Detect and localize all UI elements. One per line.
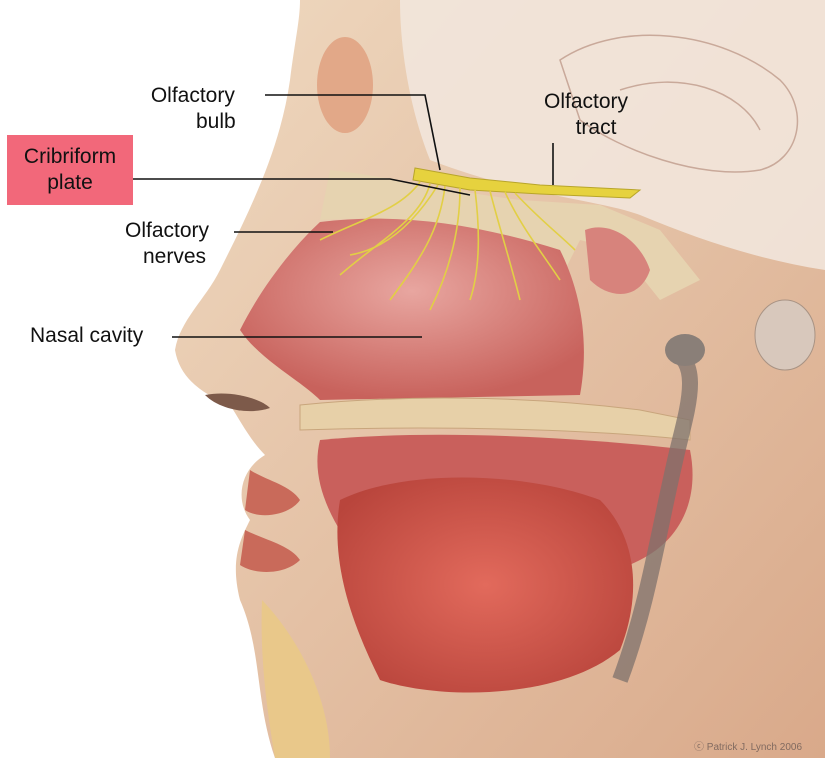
olfactory-nerves (319, 181, 576, 311)
olfactory-bulb (412, 167, 642, 199)
label-line: Olfactory (125, 219, 210, 242)
label-line: Cribriform (23, 145, 117, 168)
tongue (337, 477, 634, 693)
label-olfactory-bulb: Olfactory bulb (150, 83, 236, 135)
label-line: Olfactory (150, 84, 235, 107)
label-line: bulb (196, 110, 236, 133)
label-olfactory-tract: Olfactory tract (544, 89, 628, 141)
leader-cribriform-plate (133, 178, 471, 196)
nasal-cavity (240, 218, 584, 400)
label-olfactory-nerves: Olfactory nerves (125, 218, 209, 270)
brain (400, 0, 825, 270)
label-line: plate (47, 171, 93, 194)
credit-text: Patrick J. Lynch 2006 (706, 742, 803, 753)
label-line: Olfactory (544, 90, 629, 113)
label-nasal-cavity: Nasal cavity (30, 324, 144, 347)
leader-olfactory-bulb (265, 94, 441, 171)
frontal-sinus (317, 37, 373, 133)
label-line: nerves (143, 245, 207, 268)
hard-palate (299, 397, 691, 441)
leader-lines (133, 94, 554, 338)
label-line: tract (575, 116, 617, 139)
copyright-credit: ⓒ Patrick J. Lynch 2006 (694, 742, 803, 753)
label-cribriform-plate-highlight: Cribriform plate (7, 135, 133, 205)
